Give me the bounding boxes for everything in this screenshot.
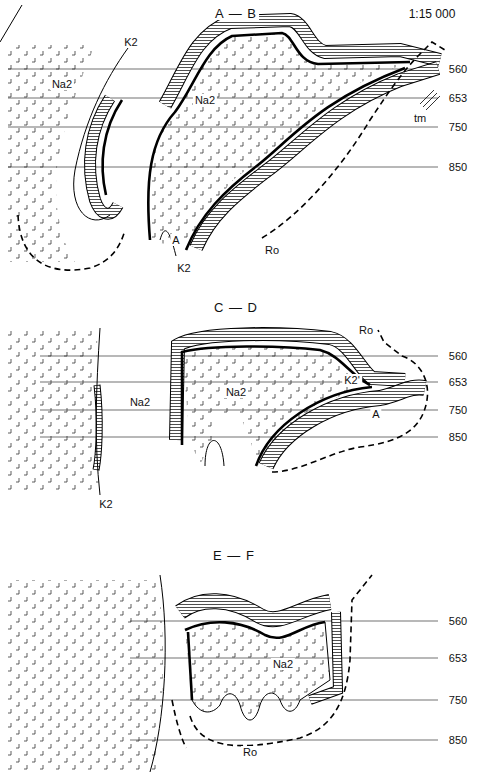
salt-region	[8, 330, 100, 492]
tm-mark	[420, 90, 440, 110]
level-number: 750	[447, 404, 469, 416]
formation-label: K2'	[342, 374, 362, 386]
formation-label: Ro	[357, 324, 375, 336]
boundary-dashed	[190, 575, 372, 746]
contact-line	[148, 33, 410, 240]
formation-label: Na2	[193, 94, 217, 106]
boundary-dashed	[272, 330, 428, 472]
level-lines	[130, 700, 438, 701]
hatched-band	[180, 601, 338, 700]
formation-label: Na2	[224, 386, 248, 398]
fault-line	[96, 328, 100, 495]
formation-label: K2	[122, 36, 139, 48]
salt-body	[185, 622, 330, 720]
fault-line	[74, 48, 128, 220]
level-number: 850	[447, 161, 469, 173]
section-title: A — B	[213, 8, 259, 20]
fault-line	[96, 328, 224, 495]
section-a-b	[0, 5, 445, 270]
formation-label: A	[370, 408, 381, 420]
boundary-dashed	[272, 330, 428, 472]
formation-label: K2	[175, 262, 192, 274]
outline	[192, 622, 330, 720]
level-number: 750	[447, 121, 469, 133]
section-c-d	[8, 328, 438, 495]
contact-line	[103, 100, 122, 195]
contact-line	[256, 387, 372, 466]
contact-line	[182, 346, 372, 466]
level-number: 850	[447, 734, 469, 746]
scale: 1:15 000	[407, 8, 458, 20]
level-number: 653	[447, 92, 469, 104]
level-number: 560	[447, 615, 469, 627]
contact-line	[185, 622, 325, 638]
boundary-dashed	[172, 700, 186, 748]
boundary-dashed	[18, 215, 125, 270]
boundary-dashed	[18, 42, 445, 270]
boundary-dashed	[172, 575, 372, 748]
fault-line	[205, 441, 224, 467]
hatched-band	[96, 334, 425, 470]
level-lines	[8, 167, 438, 168]
formation-label: A	[170, 234, 181, 246]
formation-label: tm	[412, 112, 428, 124]
level-number: 560	[447, 350, 469, 362]
outline	[192, 622, 330, 720]
level-lines	[130, 740, 438, 741]
salt-region	[8, 45, 95, 262]
hatched-band	[180, 601, 330, 619]
level-number: 653	[447, 376, 469, 388]
hatched-band	[196, 68, 438, 248]
formation-label: Ro	[241, 746, 259, 758]
contact-line	[188, 632, 192, 700]
contact-line	[186, 68, 405, 250]
formation-label: K2	[97, 498, 114, 510]
boundary-dashed	[262, 42, 445, 238]
section-title: C — D	[212, 302, 260, 314]
fault-line	[150, 575, 165, 772]
formation-label: Ro	[263, 244, 281, 256]
level-number: 850	[447, 431, 469, 443]
fault-line	[150, 575, 165, 772]
level-number: 560	[447, 63, 469, 75]
formation-label: Na2	[271, 658, 295, 670]
section-title: E — F	[211, 550, 257, 562]
contact-line	[185, 622, 325, 700]
hatched-band	[90, 20, 440, 248]
level-number: 750	[447, 694, 469, 706]
level-lines	[40, 356, 438, 357]
level-lines	[8, 69, 438, 167]
level-lines	[8, 69, 438, 70]
tm-mark	[420, 90, 440, 110]
contact-line	[103, 33, 410, 250]
level-number: 653	[447, 652, 469, 664]
contact-line	[182, 346, 370, 445]
formation-label: Na2	[50, 78, 74, 90]
fault-line	[74, 48, 176, 256]
formation-label: Na2	[128, 396, 152, 408]
hatched-band	[266, 387, 425, 466]
level-lines	[8, 127, 438, 128]
hatched-band	[266, 387, 425, 466]
hatched-band	[180, 601, 330, 619]
frame-stroke	[0, 5, 22, 42]
salt-region	[8, 580, 163, 770]
hatched-band	[196, 68, 438, 248]
section-e-f	[8, 575, 438, 772]
